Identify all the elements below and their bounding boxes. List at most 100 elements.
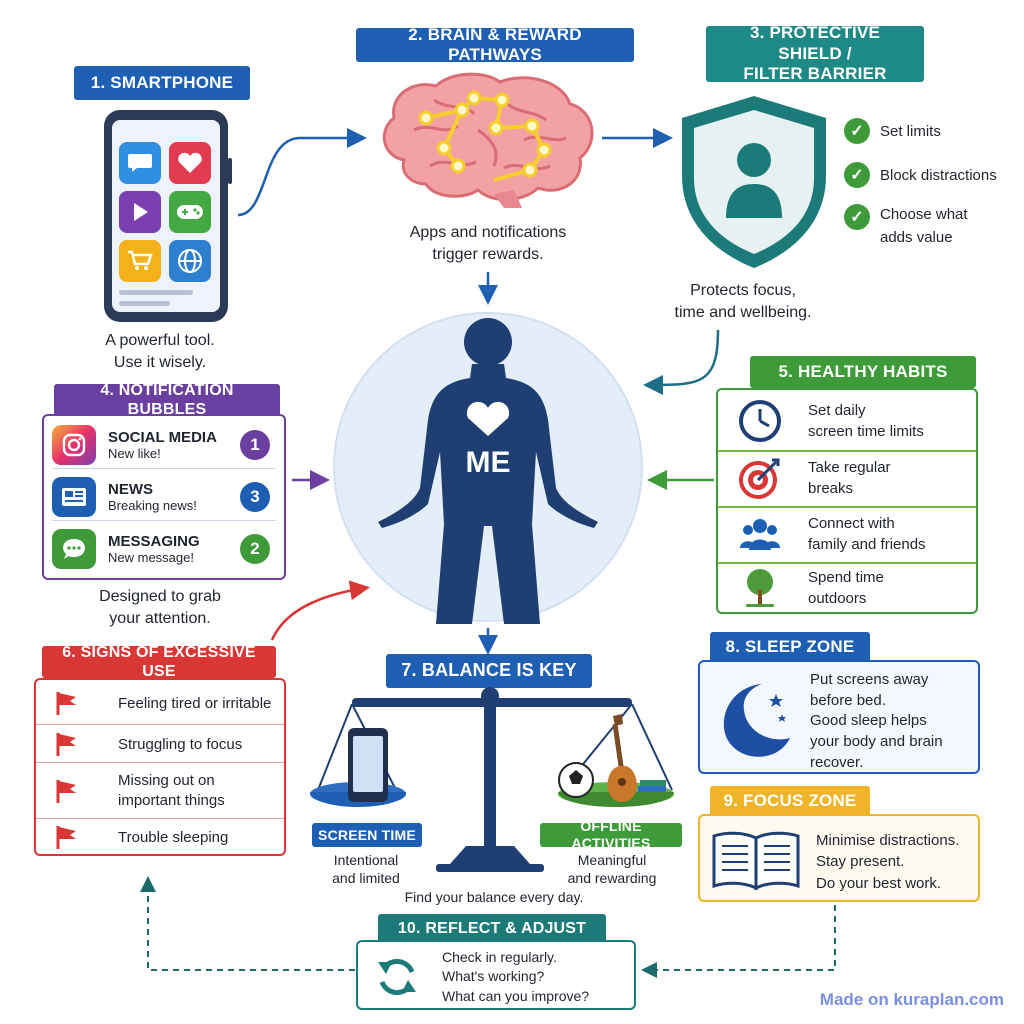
smartphone-title: 1. SMARTPHONE [74, 66, 250, 100]
chat-icon [119, 142, 161, 184]
notifications-caption: Designed to grab your attention. [99, 588, 221, 627]
shield-title: 3. PROTECTIVE SHIELD / FILTER BARRIER [706, 23, 924, 83]
sign-label: Struggling to focus [118, 735, 243, 753]
list-item: SOCIAL MEDIA New like! 1 [52, 422, 276, 469]
sign-label: important things [118, 792, 225, 809]
focus-panel: Minimise distractions. Stay present. Do … [698, 814, 980, 902]
habits-panel: Set daily screen time limits Take regula… [716, 388, 978, 614]
arrow-focus-to-reflect [641, 905, 836, 978]
notification-count-badge: 1 [240, 430, 270, 460]
reflect-title: 10. REFLECT & ADJUST [378, 914, 606, 944]
red-flag-icon [56, 826, 76, 849]
arrow-signs-to-me [270, 580, 370, 641]
list-item: Connect with family and friends [718, 506, 976, 560]
list-item: MESSAGING New message! 2 [52, 526, 276, 572]
signs-panel: Feeling tired or irritable Struggling to… [34, 678, 286, 856]
shield-item-label: Set limits [880, 122, 941, 140]
person-silhouette [378, 318, 598, 624]
instagram-icon [52, 425, 96, 465]
brain-title: 2. BRAIN & REWARD PATHWAYS [356, 25, 634, 64]
target-icon [739, 458, 780, 499]
habit-label: Set daily [808, 402, 866, 419]
notifications-title: 4. NOTIFICATION BUBBLES [54, 382, 280, 418]
sleep-text: Put screens away before bed. Good sleep … [810, 671, 943, 771]
notification-subtitle: New like! [108, 446, 161, 461]
news-icon [52, 477, 96, 517]
message-icon [52, 529, 96, 569]
gamepad-icon [169, 191, 211, 233]
shield-item-label: Block distractions [880, 166, 997, 184]
balance-footer: Find your balance every day. [404, 889, 584, 905]
shield-checklist: ✓ Set limits ✓ Block distractions ✓ Choo… [844, 116, 1014, 249]
check-icon: ✓ [844, 118, 870, 144]
brain-caption: Apps and notifications trigger rewards. [409, 224, 567, 263]
notification-subtitle: Breaking news! [108, 498, 197, 513]
habit-label: outdoors [808, 590, 867, 607]
globe-icon [169, 240, 211, 282]
shield-icon [682, 96, 826, 268]
offline-activities-label: OFFLINE ACTIVITIES [540, 818, 682, 851]
notification-subtitle: New message! [108, 550, 194, 565]
red-flag-icon [56, 733, 76, 756]
list-item: Trouble sleeping [36, 818, 284, 855]
arrow-shield-to-me [643, 329, 720, 395]
watermark: Made on kuraplan.com [819, 990, 1004, 1009]
focus-title: 9. FOCUS ZONE [710, 786, 870, 816]
refresh-icon [378, 958, 416, 996]
balance-title: 7. BALANCE IS KEY [386, 654, 592, 688]
sign-label: Feeling tired or irritable [118, 694, 272, 712]
red-flag-icon [56, 780, 76, 803]
shield-item-label: Choose what [880, 206, 968, 223]
screen-time-caption: Intentional and limited [332, 852, 400, 886]
list-item: Take regular breaks [718, 450, 976, 504]
clock-icon [739, 400, 781, 442]
arrow-reflect-to-signs [140, 876, 355, 971]
signs-title: 6. SIGNS OF EXCESSIVE USE [42, 644, 276, 680]
smartphone-caption: A powerful tool. Use it wisely. [105, 332, 215, 371]
list-item: Feeling tired or irritable [36, 682, 284, 724]
focus-text: Minimise distractions. Stay present. Do … [816, 832, 960, 892]
list-item: Missing out on important things [36, 762, 284, 819]
list-item: Spend time outdoors [718, 562, 976, 612]
reflect-panel: Check in regularly. What's working? What… [356, 940, 636, 1010]
book-icon [712, 831, 800, 891]
habits-title: 5. HEALTHY HABITS [750, 356, 976, 388]
moon-icon [723, 684, 790, 757]
notification-title: MESSAGING [108, 533, 200, 550]
tree-icon [746, 569, 774, 607]
play-icon [119, 191, 161, 233]
notification-title: NEWS [108, 481, 153, 498]
notification-count-badge: 2 [240, 534, 270, 564]
habit-label: screen time limits [808, 423, 924, 440]
list-item: Struggling to focus [36, 724, 284, 763]
screen-time-label: SCREEN TIME [312, 823, 422, 847]
sign-label: Missing out on [118, 771, 215, 789]
sleep-panel: Put screens away before bed. Good sleep … [698, 660, 980, 774]
me-label: ME [465, 446, 511, 479]
heart-icon [169, 142, 211, 184]
notification-title: SOCIAL MEDIA [108, 429, 217, 446]
arrow-phone-to-brain [237, 128, 367, 217]
notifications-panel: SOCIAL MEDIA New like! 1 NEWS Breaking n… [42, 414, 286, 580]
brain-icon [382, 72, 594, 208]
sleep-title: 8. SLEEP ZONE [710, 632, 870, 662]
habit-label: family and friends [808, 536, 926, 553]
habit-label: Spend time [808, 569, 884, 586]
habit-label: breaks [808, 480, 854, 497]
sign-label: Trouble sleeping [118, 828, 229, 846]
check-icon: ✓ [844, 204, 870, 230]
notification-count-badge: 3 [240, 482, 270, 512]
list-item: NEWS Breaking news! 3 [52, 474, 276, 521]
habit-label: Connect with [808, 515, 895, 532]
red-flag-icon [56, 692, 76, 715]
reflect-text: Check in regularly. What's working? What… [442, 949, 590, 1004]
shield-caption: Protects focus, time and wellbeing. [674, 282, 812, 321]
check-icon: ✓ [844, 162, 870, 188]
offline-activities-caption: Meaningful and rewarding [567, 852, 657, 886]
list-item: Set daily screen time limits [718, 394, 976, 448]
phone-text-lines [119, 290, 211, 306]
shield-item-label: adds value [880, 228, 953, 246]
habit-label: Take regular [808, 459, 891, 476]
people-icon [740, 519, 780, 550]
